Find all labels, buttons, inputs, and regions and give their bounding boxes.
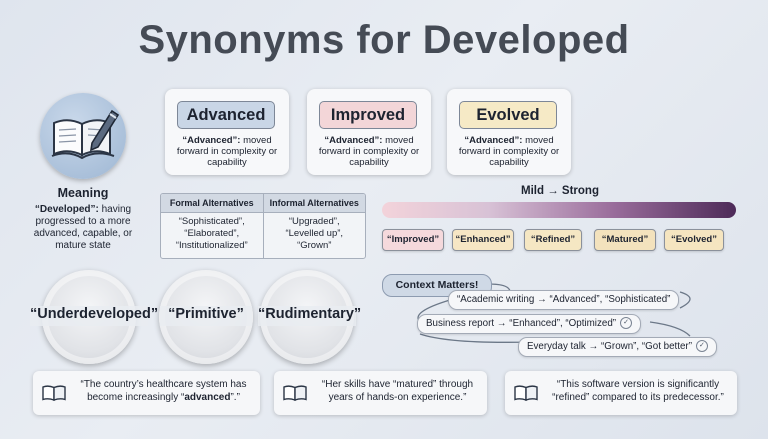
- meaning-definition: “Developed”: having progressed to a more…: [20, 204, 146, 252]
- scale-chip-improved: “Improved”: [382, 229, 444, 251]
- antonym-underdeveloped: “Underdeveloped”: [30, 306, 158, 326]
- synonym-desc-term: “Advanced”:: [464, 135, 523, 146]
- example-text-pre: “The country’s healthcare system has bec…: [80, 379, 247, 403]
- alternatives-table: Formal Alternatives Informal Alternative…: [160, 193, 366, 259]
- synonym-desc-text: moved forward in complexity or capabilit…: [176, 135, 278, 168]
- informal-item: “Levelled up”,: [285, 228, 344, 239]
- synonym-desc-text: moved forward in complexity or capabilit…: [458, 135, 560, 168]
- synonym-label: Evolved: [459, 101, 557, 129]
- informal-header: Informal Alternatives: [269, 198, 359, 208]
- book-pen-icon: [40, 93, 126, 179]
- antonym-primitive: “Primitive”: [160, 306, 252, 326]
- check-icon: ✓: [620, 317, 633, 330]
- open-book-icon: [42, 385, 66, 401]
- synonym-card-improved: Improved “Advanced”: moved forward in co…: [307, 89, 431, 175]
- meaning-definition-text: having progressed to a more advanced, ca…: [33, 204, 133, 251]
- context-everyday-text: Everyday talk → “Grown”, “Got better”: [527, 341, 692, 352]
- context-academic: “Academic writing → “Advanced”, “Sophist…: [448, 290, 680, 310]
- context-academic-text: “Academic writing → “Advanced”, “Sophist…: [457, 294, 671, 305]
- context-business-text: Business report → “Enhanced”, “Optimized…: [426, 318, 617, 329]
- open-book-icon: [283, 385, 307, 401]
- scale-chip-refined: “Refined”: [524, 229, 582, 251]
- scale-chip-evolved: “Evolved”: [664, 229, 724, 251]
- example-card-skills: “Her skills have “matured” through years…: [274, 371, 487, 415]
- check-icon: ✓: [695, 340, 708, 353]
- example-card-software: “This software version is significantly …: [505, 371, 737, 415]
- synonym-description: “Advanced”: moved forward in complexity …: [169, 135, 285, 168]
- scale-chip-enhanced: “Enhanced”: [452, 229, 514, 251]
- open-book-icon: [514, 385, 538, 401]
- formal-header: Formal Alternatives: [161, 194, 264, 212]
- meaning-term: “Developed”:: [34, 204, 99, 215]
- example-text: “The country’s healthcare system has bec…: [73, 378, 254, 404]
- formal-column: “Sophisticated”, “Elaborated”, “Institut…: [161, 213, 264, 258]
- synonym-card-advanced: Advanced “Advanced”: moved forward in co…: [165, 89, 289, 175]
- example-text: “This software version is significantly …: [552, 379, 724, 403]
- page-title: Synonyms for Developed: [138, 18, 630, 62]
- example-term: advanced: [184, 392, 231, 403]
- informal-column: “Upgraded”, “Levelled up”, “Grown”: [264, 213, 366, 258]
- scale-chip-matured: “Matured”: [594, 229, 656, 251]
- context-everyday: Everyday talk → “Grown”, “Got better”✓: [518, 337, 717, 357]
- synonym-description: “Advanced”: moved forward in complexity …: [311, 135, 427, 168]
- synonym-desc-term: “Advanced”:: [182, 135, 241, 146]
- synonym-description: “Advanced”: moved forward in complexity …: [451, 135, 567, 168]
- synonym-label: Improved: [319, 101, 417, 129]
- context-business: Business report → “Enhanced”, “Optimized…: [417, 314, 642, 334]
- example-card-healthcare: “The country’s healthcare system has bec…: [33, 371, 260, 415]
- informal-item: “Upgraded”,: [288, 216, 340, 227]
- formal-item: “Institutionalized”: [175, 240, 248, 251]
- antonym-rudimentary: “Rudimentary”: [258, 306, 361, 326]
- synonym-desc-text: moved forward in complexity or capabilit…: [318, 135, 420, 168]
- formal-item: “Sophisticated”,: [178, 216, 245, 227]
- scale-title: Mild → Strong: [521, 185, 599, 197]
- meaning-title: Meaning: [57, 186, 109, 200]
- formal-item: “Elaborated”,: [184, 228, 240, 239]
- intensity-gradient-bar: [382, 202, 736, 218]
- example-text-post: ”.”: [230, 392, 240, 403]
- synonym-card-evolved: Evolved “Advanced”: moved forward in com…: [447, 89, 571, 175]
- synonym-label: Advanced: [177, 101, 275, 129]
- informal-item: “Grown”: [297, 240, 332, 251]
- example-text: “Her skills have “matured” through years…: [321, 379, 474, 403]
- synonym-desc-term: “Advanced”:: [324, 135, 383, 146]
